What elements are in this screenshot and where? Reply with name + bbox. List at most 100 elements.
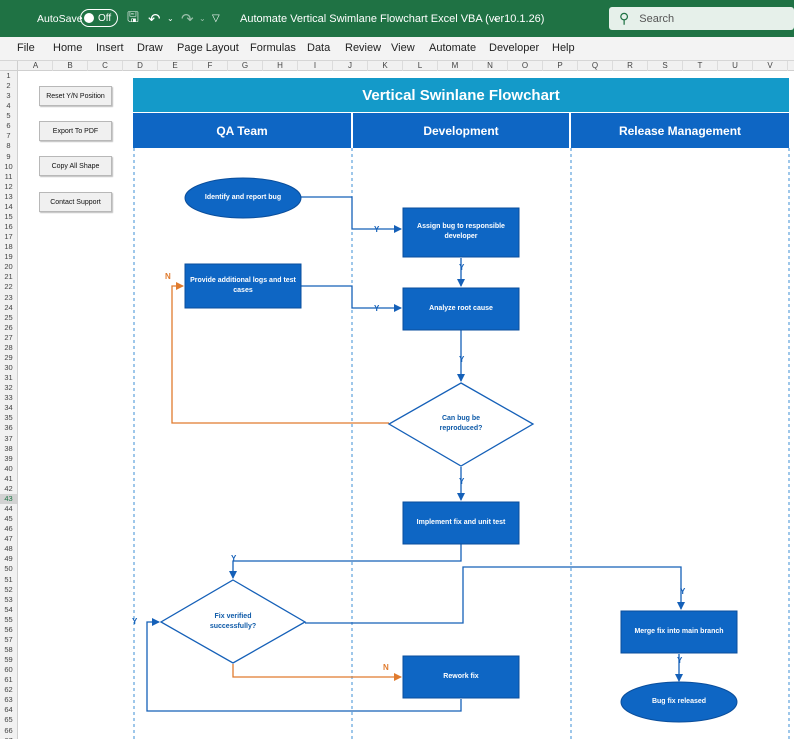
column-header-s[interactable]: S: [648, 61, 683, 71]
row-header-43[interactable]: 43: [0, 493, 17, 504]
shape-fix-verified-diamond[interactable]: [159, 579, 307, 664]
menu-insert[interactable]: Insert: [96, 42, 124, 54]
row-header-34[interactable]: 34: [4, 403, 13, 413]
yes-label-merge[interactable]: Y: [680, 587, 686, 596]
column-header-l[interactable]: L: [403, 61, 438, 71]
search-box[interactable]: ⚲ Search: [609, 7, 794, 30]
row-header-38[interactable]: 38: [4, 443, 13, 453]
row-header-27[interactable]: 27: [4, 332, 13, 342]
shape-merge-fix[interactable]: [620, 610, 738, 654]
row-header-3[interactable]: 3: [6, 91, 11, 101]
column-header-k[interactable]: K: [368, 61, 403, 71]
flowchart-title[interactable]: Vertical Swinlane Flowchart: [133, 78, 789, 112]
column-header-q[interactable]: Q: [578, 61, 613, 71]
yes-label-assign[interactable]: Y: [374, 225, 380, 234]
row-header-21[interactable]: 21: [4, 272, 13, 282]
column-header-d[interactable]: D: [123, 61, 158, 71]
column-header-t[interactable]: T: [683, 61, 718, 71]
lane-header-release-management[interactable]: Release Management: [571, 113, 789, 148]
shape-assign-bug[interactable]: [402, 207, 520, 258]
title-chevron-down-icon[interactable]: ⌄: [492, 13, 500, 23]
row-header-11[interactable]: 11: [4, 171, 13, 181]
menu-page-layout[interactable]: Page Layout: [177, 42, 239, 54]
row-header-17[interactable]: 17: [4, 232, 13, 242]
row-header-35[interactable]: 35: [4, 413, 13, 423]
column-header-n[interactable]: N: [473, 61, 508, 71]
yes-label-released[interactable]: Y: [677, 656, 683, 665]
column-header-a[interactable]: A: [19, 61, 53, 71]
row-header-52[interactable]: 52: [4, 584, 13, 594]
row-header-39[interactable]: 39: [4, 453, 13, 463]
row-header-8[interactable]: 8: [6, 141, 11, 151]
column-header-j[interactable]: J: [333, 61, 368, 71]
undo-icon[interactable]: ↶: [148, 10, 161, 28]
customize-toolbar-icon[interactable]: ▽: [212, 13, 220, 24]
column-header-g[interactable]: G: [228, 61, 263, 71]
shape-rework-fix[interactable]: [402, 655, 520, 699]
row-header-61[interactable]: 61: [4, 675, 13, 685]
row-header-1[interactable]: 1: [6, 71, 11, 80]
row-header-32[interactable]: 32: [4, 383, 13, 393]
shape-analyze-root-cause[interactable]: [402, 287, 520, 331]
column-header-v[interactable]: V: [753, 61, 788, 71]
column-header-h[interactable]: H: [263, 61, 298, 71]
row-header-29[interactable]: 29: [4, 352, 13, 362]
row-header-44[interactable]: 44: [4, 504, 13, 513]
contact-support-button[interactable]: Contact Support: [39, 192, 112, 212]
row-header-16[interactable]: 16: [4, 222, 13, 232]
row-header-55[interactable]: 55: [4, 614, 13, 624]
row-header-41[interactable]: 41: [4, 473, 13, 483]
row-header-65[interactable]: 65: [4, 715, 13, 725]
row-header-64[interactable]: 64: [4, 705, 13, 715]
row-header-6[interactable]: 6: [6, 121, 11, 131]
lane-header-qa-team[interactable]: QA Team: [133, 113, 351, 148]
menu-automate[interactable]: Automate: [429, 42, 477, 54]
row-header-28[interactable]: 28: [4, 342, 13, 352]
row-header-14[interactable]: 14: [4, 201, 13, 211]
column-header-b[interactable]: B: [53, 61, 88, 71]
row-header-67[interactable]: 67: [0, 736, 17, 739]
row-header-54[interactable]: 54: [4, 604, 13, 614]
row-header-56[interactable]: 56: [4, 624, 13, 634]
shape-bug-fix-released[interactable]: [620, 681, 738, 723]
save-icon[interactable]: 🖫: [127, 8, 139, 25]
menu-formulas[interactable]: Formulas: [250, 42, 296, 54]
row-header-26[interactable]: 26: [4, 322, 13, 332]
reset-yn-position-button[interactable]: Reset Y/N Position: [39, 86, 112, 106]
row-header-49[interactable]: 49: [4, 554, 13, 564]
row-header-24[interactable]: 24: [4, 302, 13, 312]
row-header-12[interactable]: 12: [4, 181, 13, 191]
row-header-51[interactable]: 51: [4, 574, 13, 584]
row-header-36[interactable]: 36: [4, 423, 13, 433]
row-header-66[interactable]: 66: [4, 725, 13, 735]
column-header-u[interactable]: U: [718, 61, 753, 71]
menu-data[interactable]: Data: [307, 42, 331, 54]
row-header-60[interactable]: 60: [4, 665, 13, 675]
shape-implement-fix[interactable]: [402, 501, 520, 545]
row-header-62[interactable]: 62: [4, 685, 13, 695]
shape-can-reproduce-diamond[interactable]: [387, 382, 535, 467]
row-header-53[interactable]: 53: [4, 594, 13, 604]
row-header-57[interactable]: 57: [4, 634, 13, 644]
row-header-23[interactable]: 23: [4, 292, 13, 302]
copy-all-shape-button[interactable]: Copy All Shape: [39, 156, 112, 176]
menu-help[interactable]: Help: [552, 42, 575, 54]
menu-file[interactable]: File: [17, 42, 35, 54]
no-label-logs[interactable]: N: [165, 272, 171, 281]
row-header-31[interactable]: 31: [4, 373, 13, 383]
row-header-25[interactable]: 25: [4, 312, 13, 322]
row-header-50[interactable]: 50: [4, 564, 13, 574]
yes-label-implement[interactable]: Y: [459, 477, 465, 486]
row-header-4[interactable]: 4: [6, 101, 11, 111]
yes-label-logs[interactable]: Y: [374, 304, 380, 313]
lane-header-development[interactable]: Development: [353, 113, 569, 148]
row-header-59[interactable]: 59: [4, 655, 13, 665]
row-header-33[interactable]: 33: [4, 393, 13, 403]
undo-dropdown-icon[interactable]: ⌄: [167, 14, 174, 23]
row-header-7[interactable]: 7: [6, 131, 11, 141]
yes-label-rework-loop[interactable]: Y: [132, 617, 138, 626]
menu-home[interactable]: Home: [53, 42, 83, 54]
row-header-30[interactable]: 30: [4, 363, 13, 373]
row-header-20[interactable]: 20: [4, 262, 13, 272]
menu-view[interactable]: View: [391, 42, 415, 54]
